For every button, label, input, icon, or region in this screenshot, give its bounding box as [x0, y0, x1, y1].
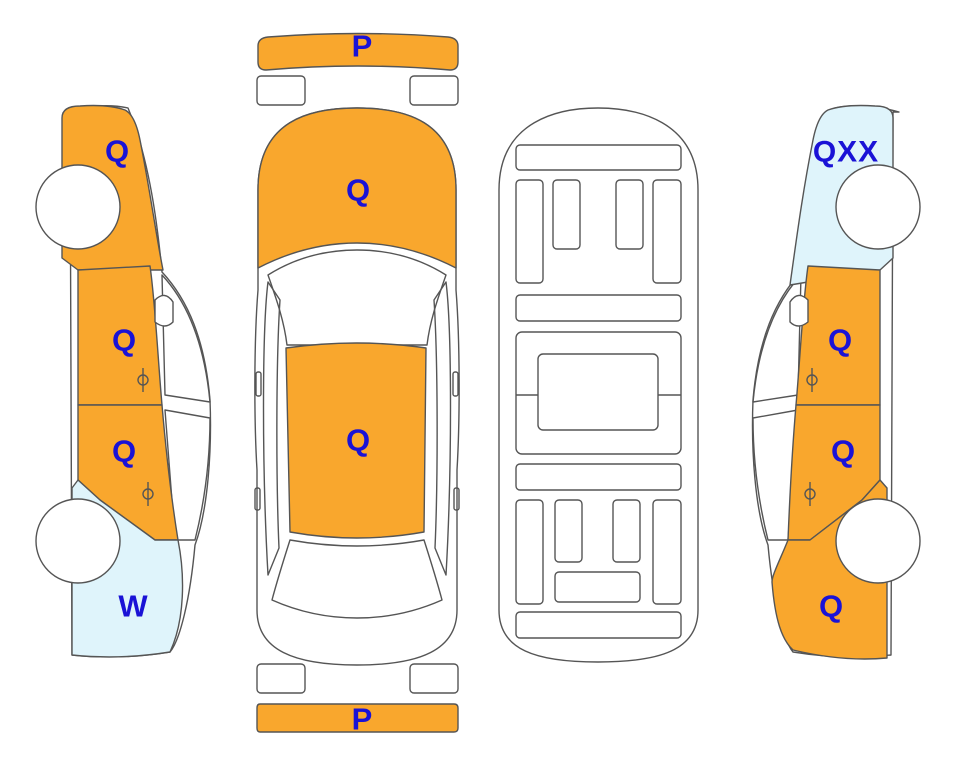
underbody-left-rear-mount	[554, 499, 583, 563]
rear-bumper-label: P	[351, 701, 373, 737]
hood-label: Q	[345, 172, 371, 208]
left-rear-door-label: Q	[111, 433, 137, 469]
front-right-light	[409, 75, 459, 106]
right-rear-handle	[453, 487, 460, 511]
left-rear-wheel	[35, 498, 121, 584]
front-left-light	[256, 75, 306, 106]
left-rear-handle	[254, 487, 261, 511]
left-rear-door-handle	[142, 482, 154, 506]
roof-label: Q	[345, 422, 371, 458]
right-rear-door-handle	[804, 482, 816, 506]
left-front-fender-label: Q	[104, 133, 130, 169]
right-rear-quarter-label: Q	[818, 588, 844, 624]
underbody-crossmember-front	[515, 294, 682, 322]
right-front-wheel	[835, 164, 921, 250]
right-front-fender-label: QXX	[812, 135, 880, 169]
roof-panel	[285, 342, 427, 539]
left-side-glass	[161, 274, 211, 403]
rear-window	[271, 539, 443, 619]
right-front-door-label: Q	[827, 322, 853, 358]
underbody-rear-bar	[515, 611, 682, 639]
left-mirror	[255, 371, 262, 397]
windshield	[267, 249, 447, 346]
right-mirror-side	[789, 294, 809, 327]
right-side-glass	[752, 274, 802, 403]
underbody-fuel-tank	[554, 571, 641, 603]
underbody-right-mount	[615, 179, 644, 250]
right-mirror	[452, 371, 459, 397]
left-front-wheel	[35, 164, 121, 250]
underbody-front-bar	[515, 144, 682, 171]
left-front-door-handle	[137, 368, 149, 392]
right-rear-door-label: Q	[830, 433, 856, 469]
left-mirror-side	[154, 294, 174, 327]
underbody-right-rail-front	[652, 179, 682, 284]
underbody-outline	[498, 107, 699, 663]
left-rear-quarter-label: W	[118, 588, 148, 624]
front-bumper-panel	[257, 32, 459, 71]
left-side-rear-glass	[164, 409, 211, 541]
underbody-center-panel	[537, 353, 659, 431]
rear-bumper-panel	[256, 703, 459, 733]
underbody-left-mount	[552, 179, 581, 250]
rear-left-light	[256, 663, 306, 694]
right-rear-wheel	[835, 498, 921, 584]
rear-right-light	[409, 663, 459, 694]
front-bumper-label: P	[351, 28, 373, 64]
right-side-window	[433, 281, 452, 576]
underbody-right-rail-rear	[652, 499, 682, 605]
right-side-rear-glass	[752, 409, 799, 541]
left-front-door-label: Q	[111, 322, 137, 358]
underbody-left-rail-rear	[515, 499, 544, 605]
underbody-crossmember-rear	[515, 463, 682, 491]
right-front-door-handle	[806, 368, 818, 392]
underbody-left-rail-front	[515, 179, 544, 284]
left-side-window	[262, 281, 281, 576]
underbody-right-rear-mount	[612, 499, 641, 563]
underbody-floor	[515, 331, 682, 455]
hood-panel	[257, 107, 457, 269]
